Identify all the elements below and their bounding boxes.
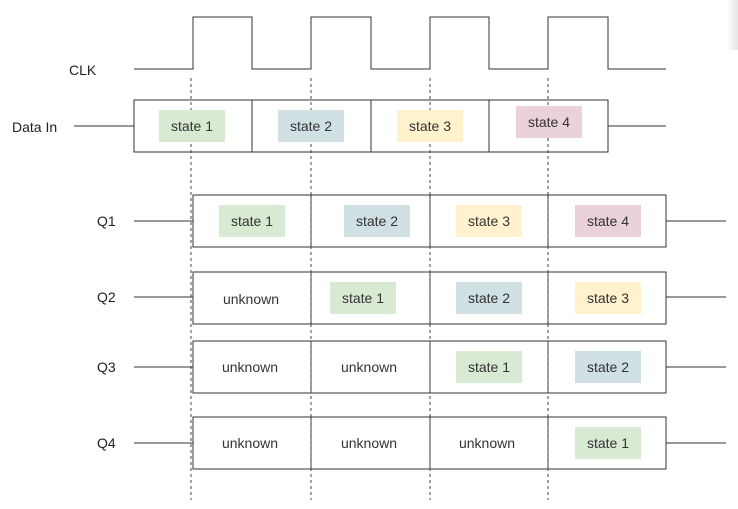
q1-label: Q1 [97, 213, 116, 229]
data-in-label: Data In [12, 119, 58, 135]
q4-cell: state 1 [575, 427, 641, 459]
q2-cell: state 3 [575, 282, 641, 314]
q3-cell: state 1 [456, 351, 522, 383]
data-in-cell: state 2 [278, 110, 344, 142]
data-in-cell: state 3 [397, 110, 463, 142]
q3-label: Q3 [97, 359, 116, 375]
q4-cell: unknown [458, 435, 516, 451]
q4-cell: unknown [221, 435, 279, 451]
data-in-cell: state 4 [516, 106, 582, 138]
q4-label: Q4 [97, 435, 116, 451]
q2-cell: state 1 [330, 282, 396, 314]
q1-cell: state 1 [219, 205, 285, 237]
q2-label: Q2 [97, 289, 116, 305]
q3-cell: unknown [340, 359, 398, 375]
edge-shadow [726, 0, 738, 50]
q3-cell: unknown [221, 359, 279, 375]
clk-label: CLK [69, 62, 97, 78]
q1-cell: state 4 [575, 205, 641, 237]
q2-cell: unknown [222, 291, 280, 307]
clock-waveform [134, 16, 666, 70]
q1-cell: state 3 [456, 205, 522, 237]
q2-cell: state 2 [456, 282, 522, 314]
q3-cell: state 2 [575, 351, 641, 383]
q1-cell: state 2 [344, 205, 410, 237]
data-in-cell: state 1 [159, 110, 225, 142]
q4-cell: unknown [340, 435, 398, 451]
